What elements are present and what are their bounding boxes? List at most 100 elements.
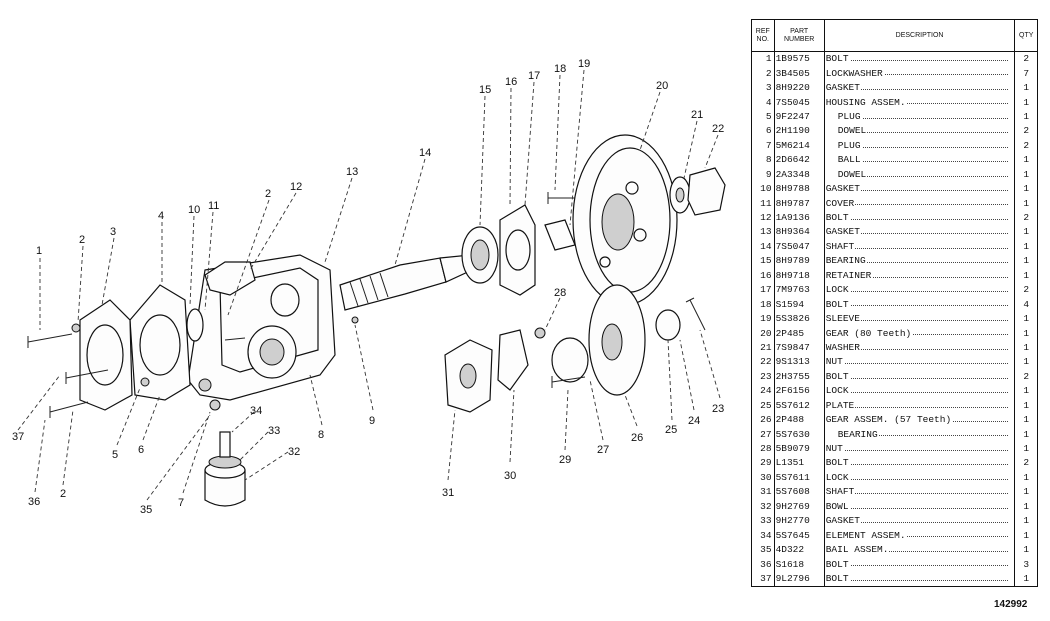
ref-cell: 13: [752, 225, 775, 240]
ref-cell: 34: [752, 528, 775, 543]
callout-5: 5: [112, 449, 118, 461]
qty-cell: 1: [1023, 168, 1030, 180]
description-text: GASKET: [825, 226, 861, 238]
description-text: GASKET: [825, 183, 861, 195]
callout-37: 37: [12, 431, 24, 443]
description-text: NUT: [825, 356, 844, 368]
ref-cell: 8: [752, 153, 775, 168]
bearing-and-retainer: [461, 204, 576, 296]
description-cell: BOLT: [824, 557, 1016, 572]
callout-3: 3: [110, 226, 116, 238]
callout-2: 2: [79, 234, 85, 246]
description-text: BALL: [825, 154, 862, 166]
description-text: COVER: [825, 197, 856, 209]
loose-bolts: [27, 192, 706, 418]
part-number-cell: 8H9220: [774, 80, 825, 96]
description-text: BOLT: [825, 558, 850, 570]
description-text: BOLT: [825, 457, 850, 469]
callout-10: 10: [188, 204, 200, 216]
qty-cell: 1: [1023, 154, 1030, 166]
ref-cell: 22: [752, 355, 775, 370]
description-cell: BAIL ASSEM.: [824, 542, 1016, 558]
description-text: GASKET: [825, 515, 861, 527]
housing-assembly: [187, 254, 336, 411]
description-text: BOWL: [825, 500, 850, 512]
description-cell: NUT: [824, 441, 1016, 457]
part-number-cell: 9L2796: [774, 571, 825, 587]
qty-cell: 1: [1023, 356, 1030, 368]
callout-numbers: 1 2 3 4 10 11 2 12 13 14 15 16 17 18 19 …: [12, 58, 724, 516]
callout-20: 20: [656, 80, 668, 92]
ref-cell: 10: [752, 181, 775, 197]
part-number-cell: 7S5047: [774, 239, 825, 255]
ref-cell: 33: [752, 514, 775, 529]
part-number-cell: S1594: [774, 297, 825, 312]
part-number-cell: 5B9079: [774, 441, 825, 457]
part-number-cell: 9H2770: [774, 514, 825, 529]
description-cell: WASHER: [824, 340, 1016, 356]
callout-21: 21: [691, 109, 703, 121]
callout-11: 11: [208, 200, 219, 212]
description-cell: BOWL: [824, 499, 1016, 514]
callout-35: 35: [140, 504, 152, 516]
qty-cell: 1: [1023, 226, 1030, 238]
callout-23: 23: [712, 403, 724, 415]
qty-cell: 1: [1023, 110, 1030, 122]
description-cell: BOLT: [824, 297, 1016, 312]
qty-cell: 7: [1023, 67, 1030, 79]
qty-cell: 1: [1023, 183, 1030, 195]
part-number-cell: 2H1190: [774, 124, 825, 139]
ref-cell: 35: [752, 542, 775, 558]
description-cell: BOLT: [824, 456, 1016, 471]
description-text: PLUG: [825, 139, 862, 151]
header-qty: QTY: [1014, 20, 1037, 52]
description-cell: BOLT: [824, 210, 1016, 226]
description-cell: PLATE: [824, 398, 1016, 413]
exploded-parts-diagram: 1 2 3 4 10 11 2 12 13 14 15 16 17 18 19 …: [12, 58, 726, 516]
callout-6: 6: [138, 444, 144, 456]
description-text: BOLT: [825, 370, 850, 382]
callout-17: 17: [528, 70, 540, 82]
ref-cell: 23: [752, 369, 775, 385]
qty-cell: 1: [1023, 443, 1030, 455]
part-number-cell: 1B9575: [774, 51, 825, 67]
part-number-cell: 2A3348: [774, 167, 825, 182]
drive-shaft: [339, 254, 473, 311]
description-cell: GEAR ASSEM. (57 Teeth): [824, 412, 1016, 428]
ref-cell: 31: [752, 485, 775, 500]
qty-cell: 2: [1023, 212, 1030, 224]
part-number-cell: 2F6156: [774, 384, 825, 399]
description-cell: BEARING: [824, 427, 1016, 442]
ref-cell: 18: [752, 297, 775, 312]
description-text: PLUG: [825, 110, 862, 122]
ref-cell: 36: [752, 557, 775, 572]
part-number-cell: 9S1313: [774, 355, 825, 370]
qty-cell: 1: [1023, 414, 1030, 426]
qty-cell: 1: [1023, 385, 1030, 397]
qty-cell: 1: [1023, 486, 1030, 498]
description-text: WASHER: [825, 341, 861, 353]
callout-31: 31: [442, 487, 454, 499]
qty-cell: 2: [1023, 125, 1030, 137]
part-number-cell: 5S7608: [774, 485, 825, 500]
ref-cell: 12: [752, 210, 775, 226]
callout-22: 22: [712, 123, 724, 135]
description-cell: GASKET: [824, 225, 1016, 240]
ref-cell: 28: [752, 441, 775, 457]
callout-12: 12: [290, 181, 302, 193]
part-number-cell: 2D6642: [774, 153, 825, 168]
